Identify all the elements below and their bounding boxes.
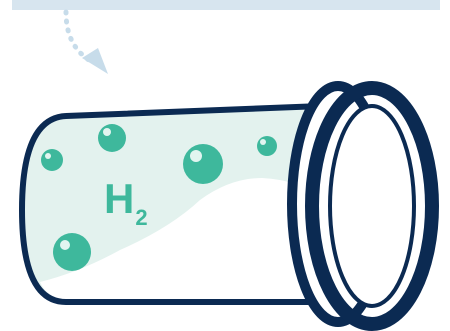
bubble-icon <box>183 144 223 184</box>
bubble-icon <box>98 124 126 152</box>
gas-symbol: H <box>104 175 134 222</box>
dotted-arrow-icon <box>66 12 108 74</box>
bubble-icon <box>257 136 277 156</box>
bubble-icon <box>41 149 63 171</box>
hydrogen-formula-label: H2 <box>104 178 148 227</box>
bubble-icon <box>53 233 91 271</box>
gas-subscript: 2 <box>135 205 147 230</box>
tube-icon <box>22 86 432 324</box>
